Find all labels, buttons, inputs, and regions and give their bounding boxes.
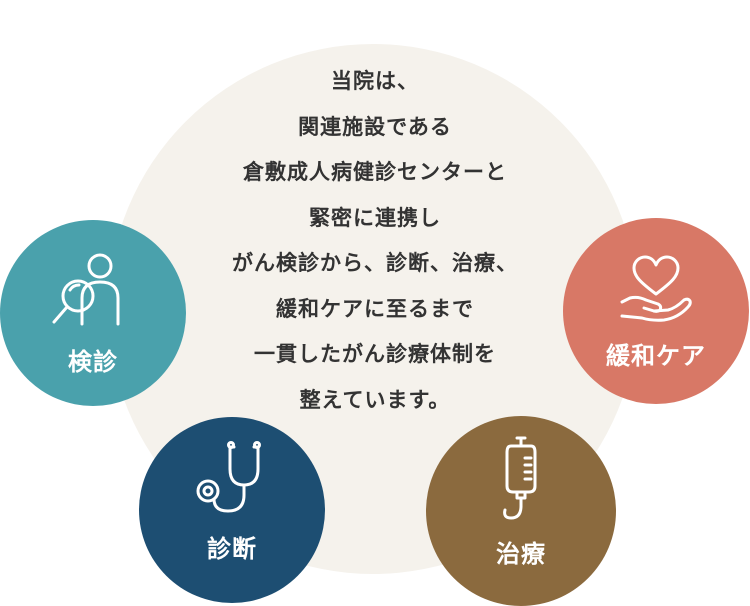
heart-hand-icon bbox=[618, 254, 694, 328]
center-message: 当院は、 関連施設である 倉敷成人病健診センターと 緊密に連携し がん検診から、… bbox=[200, 58, 550, 422]
node-shindan: 診断 bbox=[139, 417, 325, 603]
node-kenshin-label: 検診 bbox=[68, 347, 118, 376]
node-kanwa-label: 緩和ケア bbox=[606, 341, 706, 370]
node-kenshin: 検診 bbox=[0, 220, 186, 406]
stethoscope-icon bbox=[192, 439, 272, 523]
node-shindan-label: 診断 bbox=[207, 534, 257, 563]
center-message-line: 緩和ケアに至るまで bbox=[276, 295, 474, 321]
node-chiryo-label: 治療 bbox=[496, 539, 546, 568]
center-message-line: がん検診から、診断、治療、 bbox=[232, 250, 518, 275]
center-message-line: 倉敷成人病健診センターと bbox=[243, 159, 507, 184]
iv-drip-icon bbox=[491, 434, 551, 528]
center-message-line: 緊密に連携し bbox=[309, 204, 441, 230]
center-message-line: 整えています。 bbox=[299, 386, 451, 412]
center-message-line: 当院は、 bbox=[331, 68, 419, 93]
center-message-line: 関連施設である bbox=[298, 113, 452, 139]
center-message-line: 一貫したがん診療体制を bbox=[254, 341, 496, 366]
person-magnifier-icon bbox=[48, 250, 138, 338]
node-kanwa: 緩和ケア bbox=[563, 218, 749, 404]
node-chiryo: 治療 bbox=[426, 416, 616, 606]
